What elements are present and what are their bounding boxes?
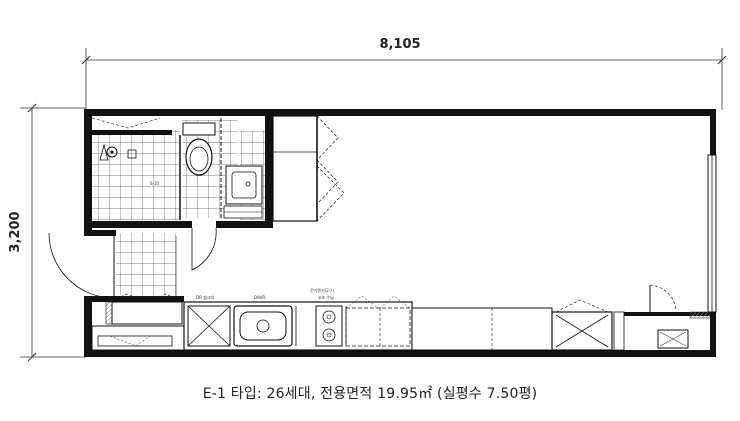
shoe-cabinet [91,293,185,351]
kitchen-label-4: 보조 수납 [318,294,334,300]
floor-plan: 8,105 3,200 [8,37,727,362]
kitchen-label-2: DW/R. [254,295,266,300]
kitchen-label-1: DR 씽크대 [196,294,214,300]
lower-cabinets [411,284,711,351]
width-label: 8,105 [379,37,420,52]
wardrobe [272,115,345,222]
toilet [182,122,216,176]
exterior-walls [84,109,717,357]
plan-caption: E-1 타입: 26세대, 전용면적 19.95㎡ (실평수 7.50평) [202,386,538,402]
bathroom: S-10 [91,116,273,271]
dimension-height: 3,200 [8,103,86,362]
dimension-width: 8,105 [81,37,727,110]
washbasin [225,165,263,205]
kitchen-counter: DR 씽크대 DW/R. 전기렌지(2구) 보조 수납 [183,287,413,351]
drain-label: S-10 [150,181,160,186]
height-label: 3,200 [8,211,23,252]
kitchen-label-3: 전기렌지(2구) [310,287,335,293]
entrance-door [48,230,177,299]
